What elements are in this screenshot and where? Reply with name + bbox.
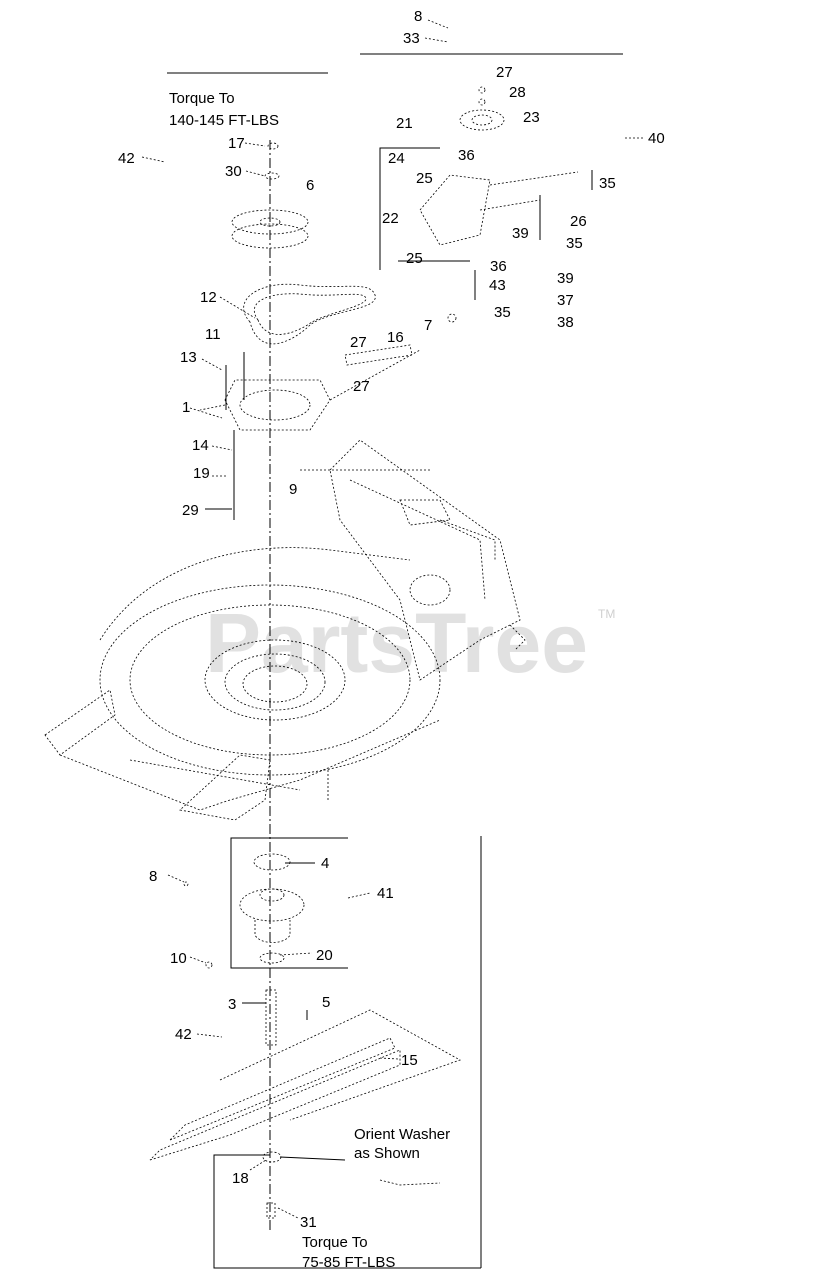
torque-note-bottom-line1: Torque To bbox=[302, 1234, 368, 1251]
callout[interactable]: 25 bbox=[406, 250, 423, 267]
orient-note-line2: as Shown bbox=[354, 1145, 420, 1162]
callout[interactable]: 22 bbox=[382, 210, 399, 227]
callout[interactable]: 39 bbox=[557, 270, 574, 287]
callout[interactable]: 5 bbox=[322, 994, 330, 1011]
callout[interactable]: 3 bbox=[228, 996, 236, 1013]
callout[interactable]: 14 bbox=[192, 437, 209, 454]
callout[interactable]: 11 bbox=[205, 326, 221, 343]
callout[interactable]: 16 bbox=[387, 329, 404, 346]
callout[interactable]: 37 bbox=[557, 292, 574, 309]
callout[interactable]: 27 bbox=[496, 64, 513, 81]
callout[interactable]: 24 bbox=[388, 150, 405, 167]
callout[interactable]: 13 bbox=[180, 349, 197, 366]
callout[interactable]: 33 bbox=[403, 30, 420, 47]
callout[interactable]: 6 bbox=[306, 177, 314, 194]
callout[interactable]: 27 bbox=[350, 334, 367, 351]
belt bbox=[243, 283, 376, 345]
frame-lines bbox=[167, 53, 623, 1269]
callout[interactable]: 1 bbox=[182, 399, 190, 416]
callout[interactable]: 17 bbox=[228, 135, 245, 152]
callout[interactable]: 35 bbox=[599, 175, 616, 192]
callouts: 8 33 27 28 23 21 40 36 24 25 35 22 26 39… bbox=[118, 8, 665, 1231]
orient-note-line1: Orient Washer bbox=[354, 1126, 450, 1143]
callout[interactable]: 26 bbox=[570, 213, 587, 230]
torque-note-top-line2: 140-145 FT-LBS bbox=[169, 112, 279, 129]
callout[interactable]: 8 bbox=[414, 8, 422, 25]
callout[interactable]: 40 bbox=[648, 130, 665, 147]
callout[interactable]: 21 bbox=[396, 115, 413, 132]
callout[interactable]: 36 bbox=[490, 258, 507, 275]
callout[interactable]: 31 bbox=[300, 1214, 317, 1231]
callout[interactable]: 20 bbox=[316, 947, 333, 964]
callout[interactable]: 18 bbox=[232, 1170, 249, 1187]
callout[interactable]: 25 bbox=[416, 170, 433, 187]
watermark: PartsTree bbox=[205, 596, 588, 690]
callout[interactable]: 36 bbox=[458, 147, 475, 164]
leader-lines bbox=[141, 19, 645, 1219]
callout[interactable]: 7 bbox=[424, 317, 432, 334]
callout[interactable]: 8 bbox=[149, 868, 157, 885]
idler-assembly bbox=[398, 86, 593, 323]
callout[interactable]: 35 bbox=[566, 235, 583, 252]
callout[interactable]: 43 bbox=[489, 277, 506, 294]
callout[interactable]: 29 bbox=[182, 502, 199, 519]
callout[interactable]: 41 bbox=[377, 885, 394, 902]
pulley bbox=[231, 142, 309, 249]
watermark-tm: TM bbox=[598, 607, 615, 621]
callout[interactable]: 9 bbox=[289, 481, 297, 498]
callout[interactable]: 42 bbox=[175, 1026, 192, 1043]
torque-note-top-line1: Torque To bbox=[169, 90, 235, 107]
callout[interactable]: 30 bbox=[225, 163, 242, 180]
callout[interactable]: 38 bbox=[557, 314, 574, 331]
callout[interactable]: 42 bbox=[118, 150, 135, 167]
callout[interactable]: 28 bbox=[509, 84, 526, 101]
callout[interactable]: 39 bbox=[512, 225, 529, 242]
callout[interactable]: 10 bbox=[170, 950, 187, 967]
mower-deck bbox=[44, 439, 526, 821]
callout[interactable]: 19 bbox=[193, 465, 210, 482]
callout[interactable]: 23 bbox=[523, 109, 540, 126]
spindle bbox=[183, 853, 308, 1046]
torque-note-bottom-line2: 75-85 FT-LBS bbox=[302, 1254, 395, 1271]
callout[interactable]: 27 bbox=[353, 378, 370, 395]
blade bbox=[149, 1009, 461, 1219]
callout[interactable]: 15 bbox=[401, 1052, 418, 1069]
callout[interactable]: 4 bbox=[321, 855, 329, 872]
callout[interactable]: 35 bbox=[494, 304, 511, 321]
idler-bracket bbox=[199, 344, 421, 520]
callout[interactable]: 12 bbox=[200, 289, 217, 306]
